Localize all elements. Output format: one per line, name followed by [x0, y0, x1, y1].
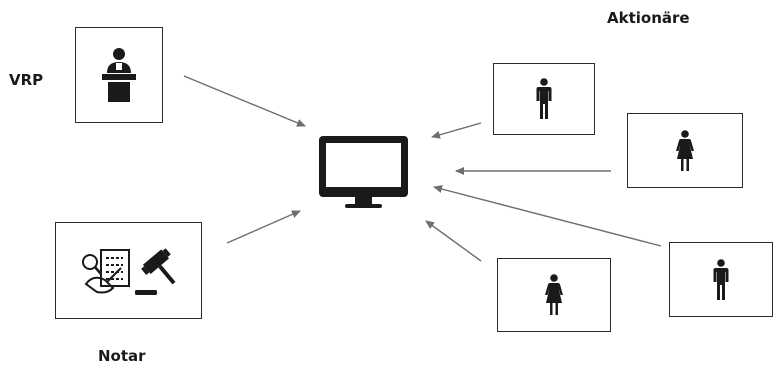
notary-label: Notar: [98, 347, 146, 365]
vrp-label: VRP: [9, 71, 44, 89]
shareholder-box-3: [497, 258, 611, 332]
man-icon: [713, 258, 729, 300]
arrow-shareholder-4-to-screen: [433, 185, 662, 247]
shareholder-box-1: [493, 63, 595, 135]
woman-icon: [676, 129, 694, 171]
arrow-vrp-to-screen: [183, 75, 306, 127]
vrp-box: [75, 27, 163, 123]
shareholders-label: Aktionäre: [607, 9, 690, 27]
woman-icon: [545, 274, 563, 315]
man-icon: [536, 78, 552, 119]
arrow-shareholder-3-to-screen: [425, 220, 482, 262]
notary-document-gavel-icon: [81, 247, 175, 295]
speaker-at-podium-icon: [102, 48, 136, 102]
arrow-shareholder-1-to-screen: [431, 122, 482, 139]
computer-monitor-icon: [319, 136, 408, 208]
shareholder-box-4: [669, 242, 773, 317]
arrow-notary-to-screen: [226, 210, 301, 244]
shareholder-box-2: [627, 113, 743, 188]
notary-box: [55, 222, 202, 319]
